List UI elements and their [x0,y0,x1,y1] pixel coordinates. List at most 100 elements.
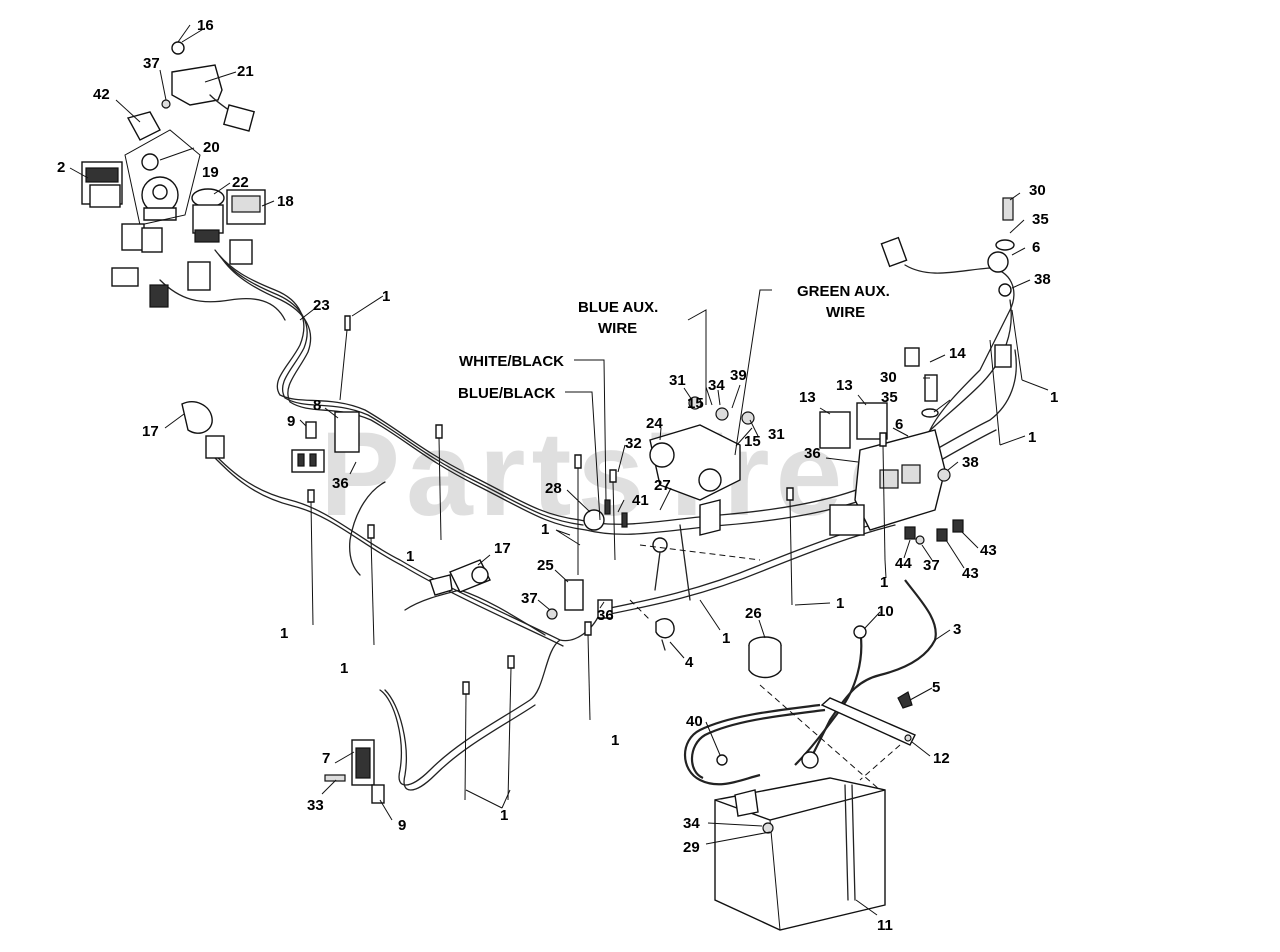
callout-15: 15 [687,395,704,412]
callout-24: 24 [646,415,663,432]
callout-28: 28 [545,480,562,497]
watermark: PartsTree [320,407,921,541]
callout-1: 1 [406,548,414,565]
callout-43: 43 [980,542,997,559]
terminal-10 [853,625,867,639]
callout-16: 16 [197,17,214,34]
seat-switch-17 [429,559,491,596]
callout-32: 32 [625,435,642,452]
callout-30: 30 [1029,182,1046,199]
callout-44: 44 [895,555,912,572]
left-switch-17 [181,401,225,459]
fuse-block [829,429,964,545]
callout-39: 39 [730,367,747,384]
callout-10: 10 [877,603,894,620]
callout-6: 6 [1032,239,1040,256]
callout-8: 8 [313,397,321,414]
callout-11: 11 [877,917,893,934]
callout-1: 1 [280,625,288,642]
callout-2: 2 [57,159,65,176]
callout-5: 5 [932,679,940,696]
callout-1: 1 [340,660,348,677]
callout-30: 30 [880,369,897,386]
callout-43: 43 [962,565,979,582]
callout-1: 1 [722,630,730,647]
callout-27: 27 [654,477,671,494]
callout-9: 9 [287,413,295,430]
callout-13: 13 [799,389,816,406]
reference-lines [629,544,901,791]
callout-40: 40 [686,713,703,730]
callout-1: 1 [541,521,549,538]
hour-meter [81,161,123,208]
leader-lines [69,27,1049,916]
rocker-switch [226,189,266,265]
callouts: 16 37 21 42 20 2 19 22 18 23 1 17 9 8 36… [57,17,1058,934]
ignition-switch [124,111,201,226]
callout-26: 26 [745,605,762,622]
connector-8 [291,411,360,473]
callout-1: 1 [382,288,390,305]
callout-1: 1 [880,574,888,591]
callout-19: 19 [202,164,219,181]
callout-1: 1 [611,732,619,749]
callout-42: 42 [93,86,110,103]
ignition-cover-plate [161,24,256,132]
solenoid-24 [649,396,755,536]
ground-ring-27 [652,524,691,601]
callout-33: 33 [307,797,324,814]
callout-36: 36 [804,445,821,462]
callout-35: 35 [881,389,898,406]
callout-31: 31 [669,372,686,389]
note-green-aux-line1: GREEN AUX. [797,283,890,300]
callout-1: 1 [1050,389,1058,406]
callout-36: 36 [597,607,614,624]
battery-11 [714,777,886,931]
callout-21: 21 [237,63,254,80]
callout-6: 6 [895,416,903,433]
callout-1: 1 [836,595,844,612]
callout-7: 7 [322,750,330,767]
callout-37: 37 [521,590,538,607]
callout-29: 29 [683,839,700,856]
callout-18: 18 [277,193,294,210]
terminal-40 [716,751,819,769]
cap-26 [748,636,782,679]
callout-1: 1 [1028,429,1036,446]
diode-28 [583,499,628,531]
callout-12: 12 [933,750,950,767]
callout-15: 15 [744,433,761,450]
callout-34: 34 [683,815,700,832]
callout-37: 37 [143,55,160,72]
callout-38: 38 [962,454,979,471]
note-blue-aux-line2: WIRE [598,320,637,337]
callout-35: 35 [1032,211,1049,228]
note-green-aux-line2: WIRE [826,304,865,321]
battery-hold-down-12 [820,691,916,746]
callout-13: 13 [836,377,853,394]
note-blue-aux-line1: BLUE AUX. [578,299,658,316]
callout-38: 38 [1034,271,1051,288]
callout-9: 9 [398,817,406,834]
callout-20: 20 [203,139,220,156]
callout-1: 1 [500,807,508,824]
right-connector-6 [880,197,1015,418]
dash-connectors [111,223,211,308]
callout-34: 34 [708,377,725,394]
callout-4: 4 [685,654,694,671]
callout-22: 22 [232,174,249,191]
fuse-holder-25 [546,579,613,620]
bracket-9a [305,421,317,439]
callout-31: 31 [768,426,785,443]
callout-23: 23 [313,297,330,314]
note-white-black: WHITE/BLACK [459,353,564,370]
callout-25: 25 [537,557,554,574]
pto-switch [191,188,225,243]
callout-17: 17 [142,423,159,440]
callout-14: 14 [949,345,966,362]
callout-37: 37 [923,557,940,574]
callout-36: 36 [332,475,349,492]
ground-cable-4 [655,618,675,651]
connector-7 [324,739,385,804]
